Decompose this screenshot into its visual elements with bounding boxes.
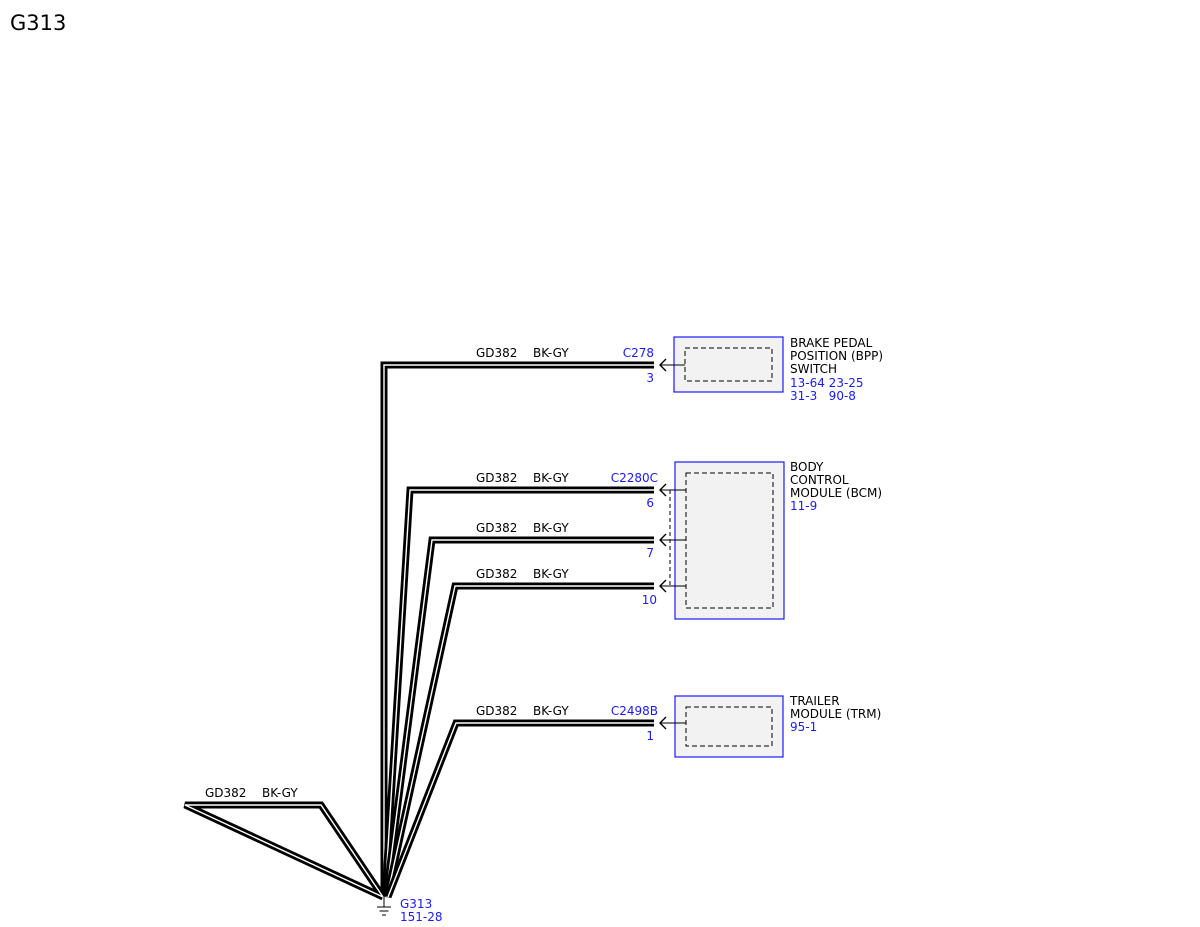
wire-color-label: BK-GY [533, 346, 569, 360]
component-ref: 13-64 23-25 [790, 376, 864, 390]
wire-trm[interactable] [384, 719, 654, 899]
wire-color-label: BK-GY [533, 471, 569, 485]
wire-bpp[interactable] [380, 361, 654, 897]
component-ref: 11-9 [790, 499, 817, 513]
connector-label-c278: C278 [623, 346, 654, 360]
wire-color-label: BK-GY [533, 567, 569, 581]
component-trm[interactable] [674, 695, 784, 758]
ground-icon [377, 897, 391, 916]
wire-circuit-label: GD382 [476, 567, 517, 581]
component-name: CONTROL [790, 473, 849, 487]
ground-id: G313 [400, 897, 432, 911]
wire-circuit-label: GD382 [476, 471, 517, 485]
wire-circuit-label: GD382 [476, 521, 517, 535]
wire-bcm-pin-6[interactable] [381, 486, 654, 898]
component-name: BRAKE PEDAL [790, 336, 873, 350]
component-name: POSITION (BPP) [790, 349, 883, 363]
component-ref: 95-1 [790, 720, 817, 734]
component-name: MODULE (BCM) [790, 486, 882, 500]
component-bpp-switch[interactable] [673, 336, 784, 393]
pin-number: 3 [646, 371, 654, 385]
component-name: TRAILER [789, 694, 840, 708]
pin-arrow-icon [659, 533, 686, 547]
component-name: MODULE (TRM) [790, 707, 881, 721]
component-ref: 31-3 90-8 [790, 389, 856, 403]
connector-label-c2498b: C2498B [611, 704, 658, 718]
page-title: G313 [10, 11, 66, 35]
wire-bcm-pin-7[interactable] [382, 536, 654, 898]
component-name: BODY [790, 460, 824, 474]
wire-loop[interactable] [183, 801, 386, 901]
wire-color-label: BK-GY [533, 521, 569, 535]
pin-number: 7 [646, 546, 654, 560]
pin-arrow-icon [659, 483, 686, 497]
component-bcm[interactable] [669, 461, 785, 620]
ground-ref: 151-28 [400, 910, 443, 924]
wire-circuit-label: GD382 [476, 704, 517, 718]
pin-number: 10 [642, 593, 657, 607]
pin-number: 1 [646, 729, 654, 743]
wire-circuit-label: GD382 [476, 346, 517, 360]
wire-color-label: BK-GY [262, 786, 298, 800]
pin-arrow-icon [659, 716, 686, 730]
component-name: SWITCH [790, 362, 837, 376]
pin-arrow-icon [659, 579, 686, 593]
wire-color-label: BK-GY [533, 704, 569, 718]
pin-arrow-icon [659, 358, 685, 372]
pin-number: 6 [646, 496, 654, 510]
connector-label-c2280c: C2280C [611, 471, 658, 485]
wire-circuit-label: GD382 [205, 786, 246, 800]
wire-bcm-pin-10[interactable] [383, 582, 654, 898]
